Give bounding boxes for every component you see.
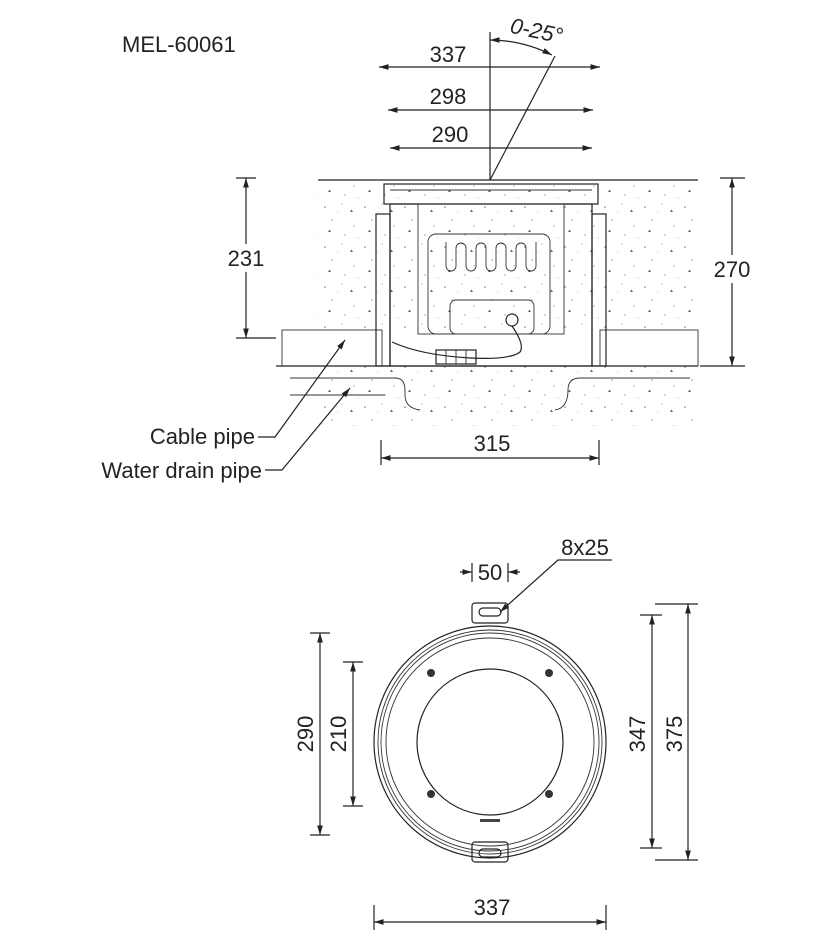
side-view: 337 298 290 0-25° 231 270 315 Cable pipe… (101, 13, 750, 483)
heat-sink (445, 242, 537, 272)
dim-8x25: 8x25 (561, 535, 609, 560)
dim-315: 315 (474, 431, 511, 456)
outer-ring (373, 625, 607, 859)
lens (416, 668, 564, 816)
cable (391, 325, 522, 359)
dim-337-bottom: 337 (474, 895, 511, 920)
concrete-upper (318, 180, 698, 330)
dim-231: 231 (228, 246, 265, 271)
dim-290-top: 290 (432, 122, 469, 147)
water-drain-pipe (290, 377, 421, 411)
dim-270-gap (714, 255, 750, 283)
mounting-tab-bottom (471, 841, 509, 863)
top-view: 50 8x25 290 210 347 375 337 (293, 535, 698, 930)
concrete-lower (318, 366, 698, 426)
dim-337-top: 337 (430, 42, 467, 67)
brand-mark (480, 819, 500, 822)
mounting-tab-top (471, 602, 509, 624)
dim-375: 375 (662, 716, 687, 753)
dim-210: 210 (326, 716, 351, 753)
dim-231-gap (228, 244, 264, 272)
screws (427, 669, 553, 798)
cable-pipe-label: Cable pipe (150, 424, 255, 449)
water-drain-pipe-label: Water drain pipe (101, 458, 262, 483)
model-title: MEL-60061 (122, 32, 236, 57)
driver-box (449, 299, 535, 335)
dim-270: 270 (714, 257, 751, 282)
dim-298: 298 (430, 84, 467, 109)
dim-347: 347 (625, 716, 650, 753)
dim-50: 50 (478, 560, 502, 585)
dim-290-left: 290 (293, 716, 318, 753)
cable-pipe (281, 329, 383, 367)
